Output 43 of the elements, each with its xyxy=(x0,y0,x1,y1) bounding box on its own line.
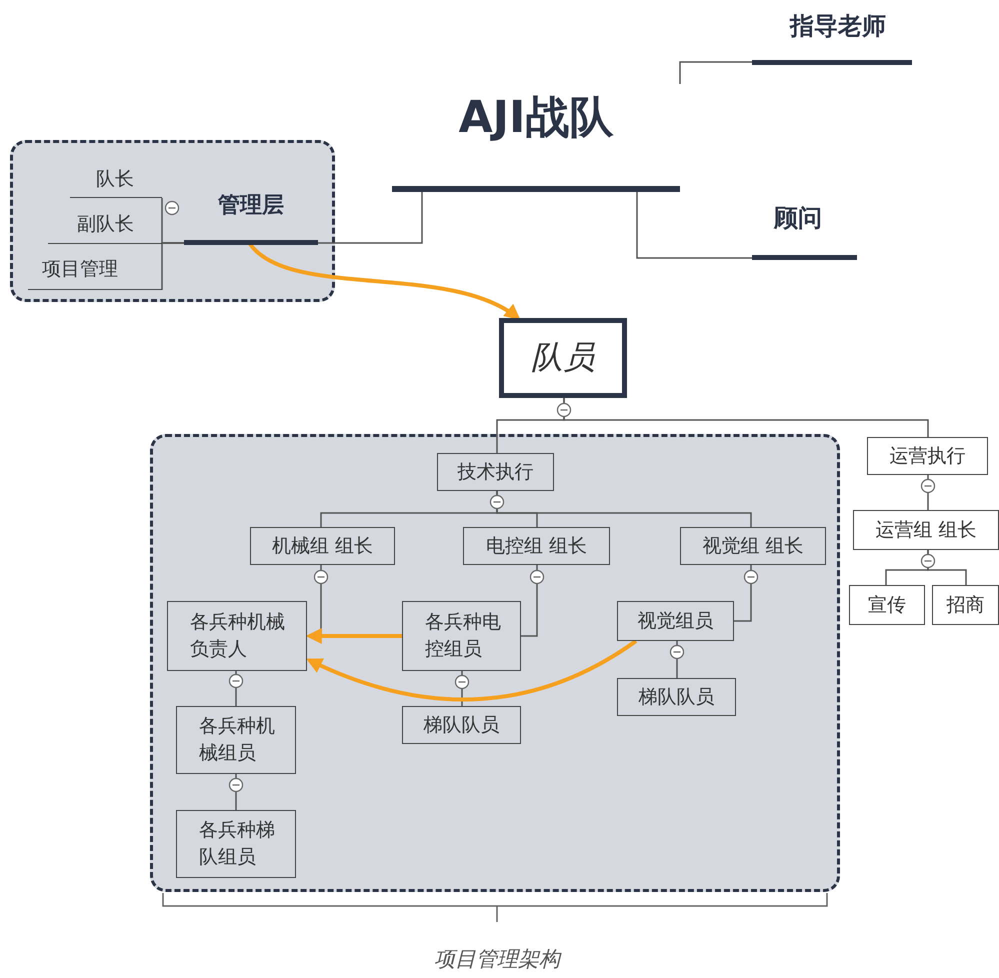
connector-line xyxy=(679,61,752,84)
connector-line xyxy=(734,565,752,622)
connector-line xyxy=(496,491,752,527)
arrow xyxy=(248,242,521,320)
connector-line xyxy=(521,565,538,637)
connector-line xyxy=(318,192,423,244)
group-outline xyxy=(10,140,335,302)
org-box: 各兵种机械组员 xyxy=(176,706,296,774)
org-box: 梯队队员 xyxy=(617,678,736,716)
arrow xyxy=(306,628,402,644)
caption-text: 项目管理架构 xyxy=(434,946,560,973)
connector-line xyxy=(636,192,752,259)
org-box: 各兵种电控组员 xyxy=(402,601,521,671)
connector-line xyxy=(927,550,967,585)
topic-heading: 管理层 xyxy=(184,186,318,245)
org-box: 运营执行 xyxy=(867,437,988,475)
member-box: 队员 xyxy=(499,318,627,398)
org-box: 运营组 组长 xyxy=(853,510,999,550)
org-box: 各兵种梯队组员 xyxy=(176,810,296,878)
org-box: 机械组 组长 xyxy=(250,527,395,565)
arrow xyxy=(306,639,638,702)
org-box: 招商 xyxy=(932,585,999,625)
team-title: AJI战队 xyxy=(392,80,680,192)
connector-line xyxy=(927,475,929,510)
role-heading: 指导老师 xyxy=(752,6,912,65)
role-heading: 顾问 xyxy=(752,198,857,260)
group-outline xyxy=(150,434,840,892)
connector-line xyxy=(161,242,184,290)
connector-line xyxy=(461,671,463,706)
connector-line xyxy=(676,641,678,678)
org-box: 视觉组员 xyxy=(617,601,734,641)
connector-line xyxy=(563,398,929,437)
org-box: 电控组 组长 xyxy=(463,527,610,565)
connector-line xyxy=(235,774,237,810)
role-label: 队长 xyxy=(70,160,162,198)
role-label: 项目管理 xyxy=(28,248,162,290)
org-box: 宣传 xyxy=(849,585,925,625)
org-box: 各兵种机械负责人 xyxy=(167,601,307,671)
org-box: 技术执行 xyxy=(437,453,554,491)
connector-line xyxy=(235,671,237,706)
org-box: 视觉组 组长 xyxy=(680,527,826,565)
role-label: 副队长 xyxy=(48,204,162,244)
org-box: 梯队队员 xyxy=(402,706,521,744)
